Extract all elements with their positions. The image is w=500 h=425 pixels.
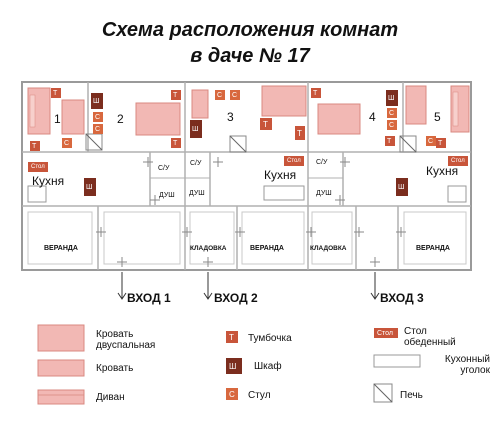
tumbochka-letter: Т — [387, 138, 392, 145]
legend-shkaf-label: Шкаф — [254, 361, 282, 372]
room-number: 3 — [227, 110, 234, 124]
legend-tumbochka-label: Тумбочка — [248, 333, 292, 344]
stul-letter: С — [389, 122, 395, 129]
room-number: 5 — [434, 110, 441, 124]
legend-kitchen-corner-label: Кухонный уголок — [444, 354, 490, 376]
building-outline — [21, 81, 472, 271]
veranda-label: ВЕРАНДА — [250, 245, 284, 252]
bed — [191, 89, 209, 119]
table-letter: Стол — [31, 164, 45, 170]
shkaf-letter: Ш — [398, 184, 405, 191]
tumbochka-markers — [30, 88, 446, 151]
stul-letter: С — [95, 114, 101, 121]
legend-stul-label: Стул — [248, 390, 271, 401]
veranda-label: ВЕРАНДА — [44, 245, 78, 252]
room-number: 4 — [369, 110, 376, 124]
legend-table-swatch — [374, 328, 398, 338]
entrance-label: ВХОД 3 — [380, 291, 424, 305]
shkaf-letter: Ш — [86, 184, 93, 191]
stul-letter: С — [64, 140, 70, 147]
bathroom-label: С/У — [316, 159, 328, 166]
kitchen-label: Кухня — [426, 164, 459, 178]
double-bed — [261, 85, 307, 117]
legend-tumbochka-letter: Т — [229, 333, 234, 342]
legend-table-letter: Стол — [377, 330, 394, 337]
legend-stove-label: Печь — [400, 390, 423, 401]
legend-kitchen-corner-swatch — [373, 354, 421, 368]
shower-label: ДУШ — [159, 192, 175, 199]
shkaf-letter: Ш — [192, 126, 199, 133]
legend-bed-label: Кровать — [96, 363, 134, 374]
room-number: 2 — [117, 112, 124, 126]
table-letter: Стол — [451, 158, 465, 164]
legend-shkaf-swatch — [226, 358, 242, 374]
furniture-beds — [27, 85, 470, 136]
legend-stove-swatch — [373, 383, 393, 403]
shkaf-markers — [84, 90, 408, 196]
shkaf-letter: Ш — [388, 95, 395, 102]
legend-table-label: Стол обеденный — [404, 326, 456, 348]
entrance-label: ВХОД 1 — [127, 291, 171, 305]
bathroom-label: С/У — [158, 165, 170, 172]
legend-stul-swatch — [226, 388, 238, 400]
shower-label: ДУШ — [316, 190, 332, 197]
legend-stul-letter: С — [229, 390, 235, 399]
legend-shkaf-letter: Ш — [229, 362, 237, 371]
tumbochka-letter: Т — [32, 143, 37, 150]
shower-label: ДУШ — [189, 190, 205, 197]
shkaf-letter: Ш — [93, 98, 100, 105]
stove-icon — [85, 133, 417, 153]
legend-bed-swatch — [37, 359, 85, 377]
table-markers — [28, 156, 468, 172]
tumbochka-letter: Т — [313, 90, 318, 97]
kitchen-label: Кухня — [264, 168, 297, 182]
stul-markers — [62, 90, 436, 148]
kitchen-corner-icon — [27, 185, 467, 203]
bed — [61, 99, 85, 135]
bed — [405, 85, 427, 125]
legend-shapes — [37, 324, 421, 405]
legend-sofa-swatch — [37, 389, 85, 405]
stul-letter: С — [232, 92, 238, 99]
legend-sofa-label: Диван — [96, 392, 125, 403]
legend-double-bed-swatch — [37, 324, 85, 352]
tumbochka-letter: Т — [438, 140, 443, 147]
stul-letter: С — [217, 92, 223, 99]
stul-letter: С — [428, 138, 434, 145]
storage-label: КЛАДОВКА — [190, 245, 227, 252]
title-line-2: в даче № 17 — [190, 45, 310, 67]
stul-letter: С — [95, 126, 101, 133]
double-bed — [135, 102, 181, 136]
title-line-1: Схема расположения комнат — [101, 19, 399, 41]
bathroom-label: С/У — [190, 160, 202, 167]
tumbochka-letter: Т — [297, 129, 302, 138]
stul-letter: С — [389, 110, 395, 117]
storage-label: КЛАДОВКА — [310, 245, 347, 252]
table-letter: Стол — [287, 158, 301, 164]
tumbochka-letter: Т — [173, 140, 178, 147]
kitchen-label: Кухня — [32, 174, 65, 188]
double-bed — [317, 103, 361, 135]
room-number: 1 — [54, 112, 61, 126]
tumbochka-letter: Т — [263, 120, 268, 129]
tumbochka-letter: Т — [53, 90, 58, 97]
legend-tumbochka-swatch — [226, 331, 238, 343]
veranda-label: ВЕРАНДА — [416, 245, 450, 252]
legend-double-bed-label: Кровать двуспальная — [96, 329, 156, 351]
tumbochka-letter: Т — [173, 92, 178, 99]
entrance-label: ВХОД 2 — [214, 291, 258, 305]
